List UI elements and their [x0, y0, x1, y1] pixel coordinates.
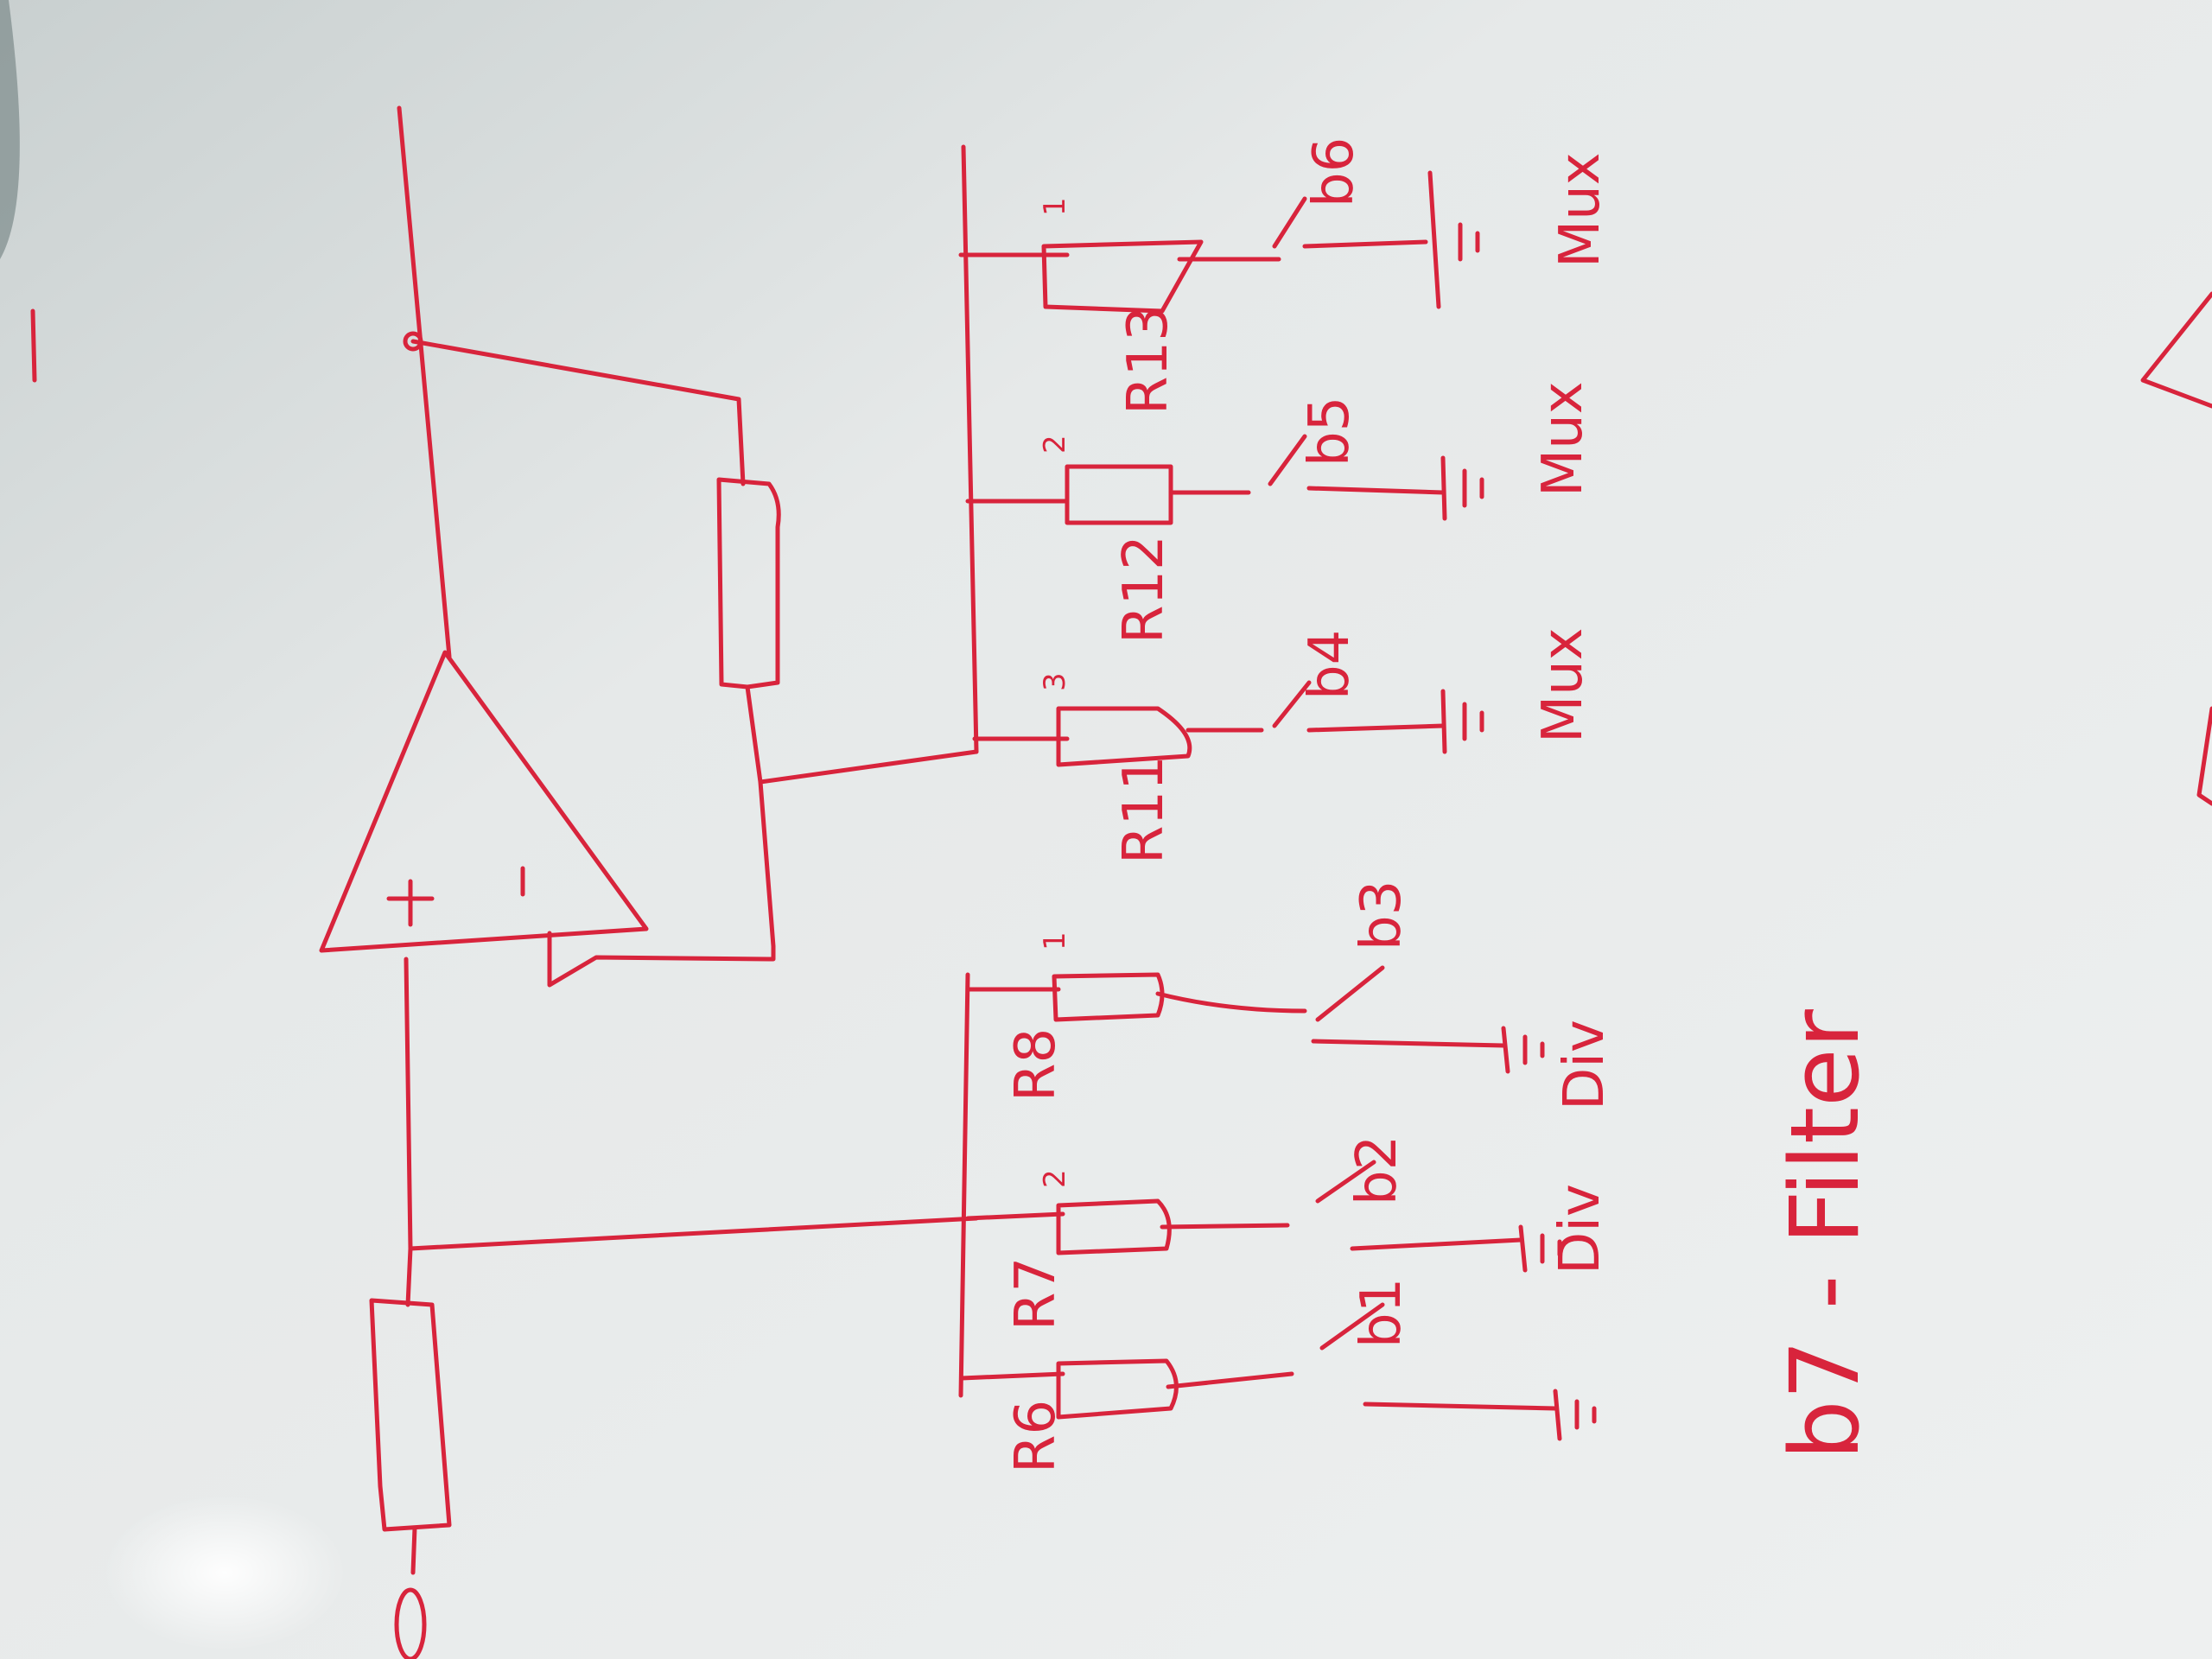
footer-filter-label: b7 - Filter: [1770, 1008, 1880, 1460]
label-b6: b6: [1302, 137, 1366, 207]
tap-r11: 3: [1038, 672, 1072, 691]
ground-symbol-1: [1553, 1389, 1597, 1441]
ground-symbol-3: [1501, 1026, 1545, 1074]
tap-r13: 1: [1038, 197, 1072, 216]
output-line: [397, 105, 452, 659]
label-b3: b3: [1350, 880, 1414, 950]
ground-symbol-4: [1427, 170, 1480, 309]
partial-triangle-edge: [2140, 291, 2212, 409]
label-mux-1: Mux: [1531, 627, 1595, 743]
resistor-r7-body: [1056, 1198, 1172, 1255]
label-mux-3: Mux: [1548, 152, 1612, 268]
label-b5: b5: [1298, 397, 1362, 467]
mux-bus: [961, 144, 979, 754]
main-circuit: [319, 105, 979, 1659]
switch-b6: [1272, 196, 1307, 249]
resistor-r11-body: [1056, 706, 1192, 767]
ground-lead-1: [1363, 1402, 1558, 1411]
label-r12: R12: [1112, 535, 1176, 644]
input-lead: [410, 1525, 417, 1575]
tap-r12: 2: [1038, 435, 1072, 454]
feedback-wire-top: [410, 339, 746, 486]
mux-ladder: [958, 144, 1484, 767]
tap-r7: 2: [1038, 1169, 1072, 1188]
light-glare: [104, 1495, 346, 1650]
div-rung-r6: [959, 1371, 1065, 1381]
label-div-1: Div: [1553, 1020, 1617, 1110]
partial-shape-edge: [2196, 706, 2212, 806]
ground-symbol-6: [1440, 689, 1484, 754]
label-r11: R11: [1112, 755, 1176, 864]
switch-b5: [1268, 434, 1307, 486]
div-feed-wire: [408, 1216, 979, 1251]
label-b2: b2: [1345, 1135, 1409, 1205]
label-b4: b4: [1298, 630, 1362, 700]
label-r8: R8: [1004, 1028, 1068, 1102]
ground-lead-3: [1311, 1039, 1506, 1048]
label-mux-2: Mux: [1531, 381, 1595, 497]
stray-mark: [30, 308, 37, 383]
div-ladder: [958, 965, 1597, 1441]
board-frame-shadow: [0, 0, 20, 259]
label-r7: R7: [1004, 1257, 1068, 1331]
div-rung-r7: [965, 1211, 1065, 1221]
ground-symbol-2: [1518, 1224, 1562, 1273]
ground-lead-6: [1306, 723, 1446, 733]
label-div-2: Div: [1548, 1184, 1612, 1274]
lead-r6: [1166, 1371, 1294, 1389]
switch-b3: [1315, 965, 1385, 1022]
input-resistor: [369, 1298, 452, 1532]
input-terminal: [394, 1587, 427, 1659]
ground-symbol-5: [1440, 455, 1484, 521]
switch-b2: [1315, 1160, 1376, 1204]
lead-r8: [1155, 991, 1307, 1014]
ground-lead-4: [1302, 239, 1428, 249]
lead-r7: [1160, 1223, 1290, 1230]
resistor-r12-body: [1065, 464, 1173, 525]
div-bus: [958, 972, 970, 1398]
tap-r8: 1: [1038, 931, 1072, 950]
opamp-triangle: [319, 650, 649, 953]
label-r6: R6: [1004, 1400, 1068, 1473]
ground-lead-5: [1306, 486, 1446, 495]
switch-b4: [1272, 680, 1312, 728]
labels: R6 R7 R8 R11 R12 R13 2 1 3 2 1 b1 b2 b3 …: [1004, 137, 1880, 1473]
label-r13: R13: [1116, 306, 1180, 415]
feedback-resistor: [716, 477, 781, 690]
mux-feed-wire: [758, 749, 979, 785]
switch-b1: [1319, 1302, 1385, 1351]
ground-lead-2: [1350, 1237, 1523, 1251]
label-b1: b1: [1350, 1278, 1414, 1348]
resistor-r13-body: [1041, 239, 1204, 314]
